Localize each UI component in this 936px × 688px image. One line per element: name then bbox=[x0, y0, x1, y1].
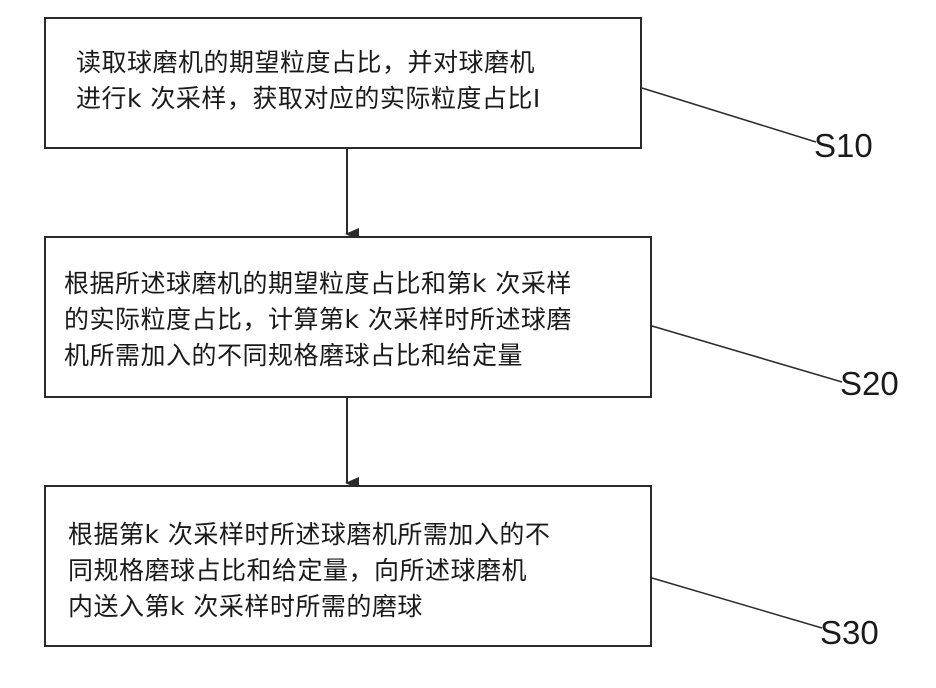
step-text-s20: 根据所述球磨机的期望粒度占比和第k 次采样 的实际粒度占比，计算第k 次采样时所… bbox=[64, 266, 572, 374]
step-text-s10: 读取球磨机的期望粒度占比，并对球磨机 进行k 次采样，获取对应的实际粒度占比I bbox=[76, 45, 541, 117]
step-box-s30: 根据第k 次采样时所述球磨机所需加入的不 同规格磨球占比和给定量，向所述球磨机 … bbox=[44, 485, 652, 647]
step-label-s30: S30 bbox=[820, 615, 879, 651]
step-label-s20: S20 bbox=[840, 366, 899, 402]
leader-line-s20 bbox=[652, 326, 842, 382]
leader-line-s30 bbox=[652, 578, 822, 628]
step-box-s10: 读取球磨机的期望粒度占比，并对球磨机 进行k 次采样，获取对应的实际粒度占比I bbox=[44, 17, 642, 149]
step-text-s30: 根据第k 次采样时所述球磨机所需加入的不 同规格磨球占比和给定量，向所述球磨机 … bbox=[68, 517, 550, 625]
step-label-s10: S10 bbox=[814, 128, 873, 164]
leader-line-s10 bbox=[642, 88, 816, 142]
step-box-s20: 根据所述球磨机的期望粒度占比和第k 次采样 的实际粒度占比，计算第k 次采样时所… bbox=[44, 236, 652, 398]
